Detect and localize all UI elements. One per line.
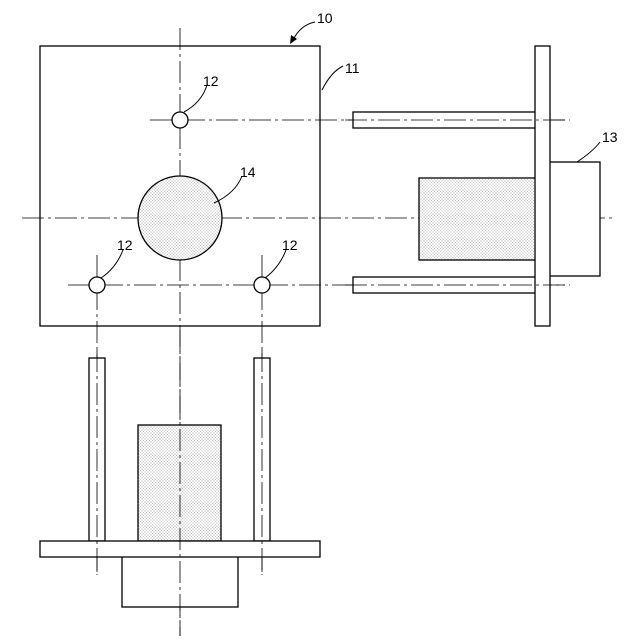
label-hole-top: 12 <box>203 73 219 89</box>
hole-top <box>172 112 188 128</box>
leader-11 <box>322 66 343 90</box>
bottom-body <box>138 425 221 541</box>
right-flange <box>535 46 550 326</box>
connector <box>549 162 600 276</box>
label-hole-bottom-right: 12 <box>282 237 298 253</box>
hole-bottom-right <box>254 277 270 293</box>
central-circle <box>138 176 222 260</box>
hole-bottom-left <box>89 277 105 293</box>
label-circle: 14 <box>240 164 256 180</box>
leader-13 <box>577 142 600 162</box>
label-plate: 11 <box>345 60 360 76</box>
leader-10 <box>293 22 315 40</box>
label-connector: 13 <box>602 129 618 145</box>
label-assembly: 10 <box>317 10 333 26</box>
label-hole-bottom-left: 12 <box>117 237 133 253</box>
right-body <box>419 178 536 260</box>
leader-10-arrow <box>290 35 297 44</box>
